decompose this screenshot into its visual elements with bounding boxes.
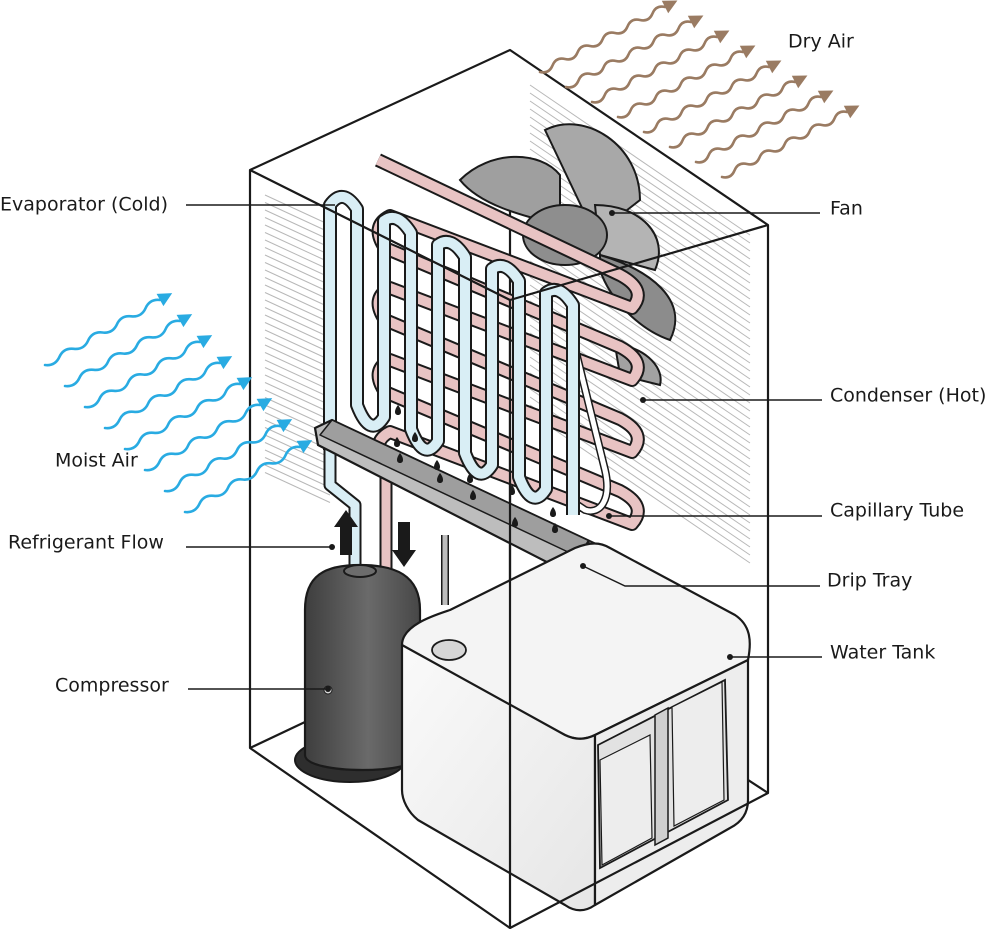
vent-slot <box>264 329 331 361</box>
wavy-arrow-icon <box>668 75 808 149</box>
vent-slot <box>264 277 331 308</box>
vent-slot <box>264 382 331 413</box>
label-dry-air: Dry Air <box>788 31 854 53</box>
label-refrigerant-flow: Refrigerant Flow <box>8 532 164 554</box>
water-drop <box>437 473 443 483</box>
wavy-arrow-icon <box>616 45 756 119</box>
wavy-arrow-icon <box>564 15 704 89</box>
water-drop <box>397 453 403 463</box>
wavy-arrow-icon <box>163 419 293 493</box>
water-drop <box>470 490 476 500</box>
vent-slot <box>264 322 331 353</box>
vent-slot <box>264 442 331 473</box>
vent-slot <box>264 232 331 263</box>
vent-slot <box>264 299 331 331</box>
label-compressor: Compressor <box>55 675 169 697</box>
compressor <box>294 563 422 783</box>
vent-slot <box>264 314 331 346</box>
callout-capillary-tube: Capillary Tube <box>606 500 964 522</box>
refrigerant-pipes <box>323 450 449 605</box>
vent-slot <box>264 434 331 466</box>
vent-slot <box>264 464 331 496</box>
callout-compressor: Compressor <box>55 675 331 697</box>
vent-slot <box>264 202 331 233</box>
water-drop <box>552 523 558 533</box>
callout-water-tank: Water Tank <box>727 642 935 664</box>
wavy-arrow-icon <box>83 335 213 409</box>
wavy-arrow-icon <box>590 30 730 104</box>
moist-air-arrows <box>43 293 313 514</box>
wavy-arrow-icon <box>183 440 313 514</box>
wavy-arrow-icon <box>538 0 678 74</box>
water-drop <box>512 517 518 527</box>
callout-evaporator: Evaporator (Cold) <box>0 194 335 216</box>
label-capillary-tube: Capillary Tube <box>830 500 964 522</box>
water-drop <box>467 473 473 483</box>
label-water-tank: Water Tank <box>830 642 935 664</box>
wavy-arrow-icon <box>642 60 782 134</box>
vent-slot <box>264 472 331 503</box>
vent-slot <box>264 209 331 241</box>
callout-moist-air: Moist Air <box>55 450 138 472</box>
vent-slot <box>264 224 331 256</box>
water-drop <box>394 437 400 447</box>
vent-slot <box>264 337 331 368</box>
callout-refrigerant-flow: Refrigerant Flow <box>8 532 335 554</box>
side-vent-grille <box>264 194 331 503</box>
vent-slot <box>264 359 331 391</box>
callout-dry-air: Dry Air <box>788 31 854 53</box>
label-evaporator: Evaporator (Cold) <box>0 194 168 216</box>
vent-slot <box>264 247 331 278</box>
callout-drip-tray: Drip Tray <box>580 563 912 592</box>
wavy-arrow-icon <box>720 105 860 179</box>
vent-slot <box>264 352 331 383</box>
vent-slot <box>264 194 331 226</box>
dry-air-arrows <box>538 0 860 179</box>
water-drop <box>550 507 556 517</box>
wavy-arrow-icon <box>103 356 233 430</box>
label-condenser: Condenser (Hot) <box>830 385 986 407</box>
vent-slot <box>529 84 751 236</box>
water-drop <box>395 405 401 415</box>
vent-slot <box>264 284 331 316</box>
wavy-arrow-icon <box>694 90 834 164</box>
capillary-tube <box>566 336 612 515</box>
vent-slot <box>264 269 331 301</box>
vent-slot <box>264 389 331 421</box>
label-moist-air: Moist Air <box>55 450 138 472</box>
callout-fan: Fan <box>609 198 863 220</box>
wavy-arrow-icon <box>43 293 173 367</box>
evaporator-coil <box>323 190 580 515</box>
vent-slot <box>264 344 331 376</box>
label-fan: Fan <box>830 198 863 220</box>
vent-slot <box>264 397 331 428</box>
water-drop <box>434 460 440 470</box>
vent-slot <box>264 292 331 323</box>
vent-slot <box>264 449 331 481</box>
up-arrow-icon <box>334 510 358 555</box>
evaporator-pipe <box>325 192 578 515</box>
wavy-arrow-icon <box>63 314 193 388</box>
down-arrow-icon <box>392 522 416 567</box>
vent-slot <box>264 457 331 488</box>
water-tank <box>400 542 751 912</box>
vent-slot <box>264 307 331 338</box>
vent-slot <box>264 217 331 248</box>
water-drop <box>412 432 418 442</box>
callout-condenser: Condenser (Hot) <box>640 385 986 407</box>
wavy-arrow-icon <box>123 377 253 451</box>
vent-slot <box>264 262 331 293</box>
label-drip-tray: Drip Tray <box>827 570 912 592</box>
wavy-arrow-icon <box>143 398 273 472</box>
vent-slot <box>264 374 331 406</box>
callouts: Evaporator (Cold) Moist Air Refrigerant … <box>0 31 986 697</box>
cabinet-front <box>248 48 770 929</box>
vent-slot <box>264 367 331 398</box>
vent-slot <box>264 254 331 286</box>
vent-slot <box>529 92 751 244</box>
vent-slot <box>264 239 331 271</box>
